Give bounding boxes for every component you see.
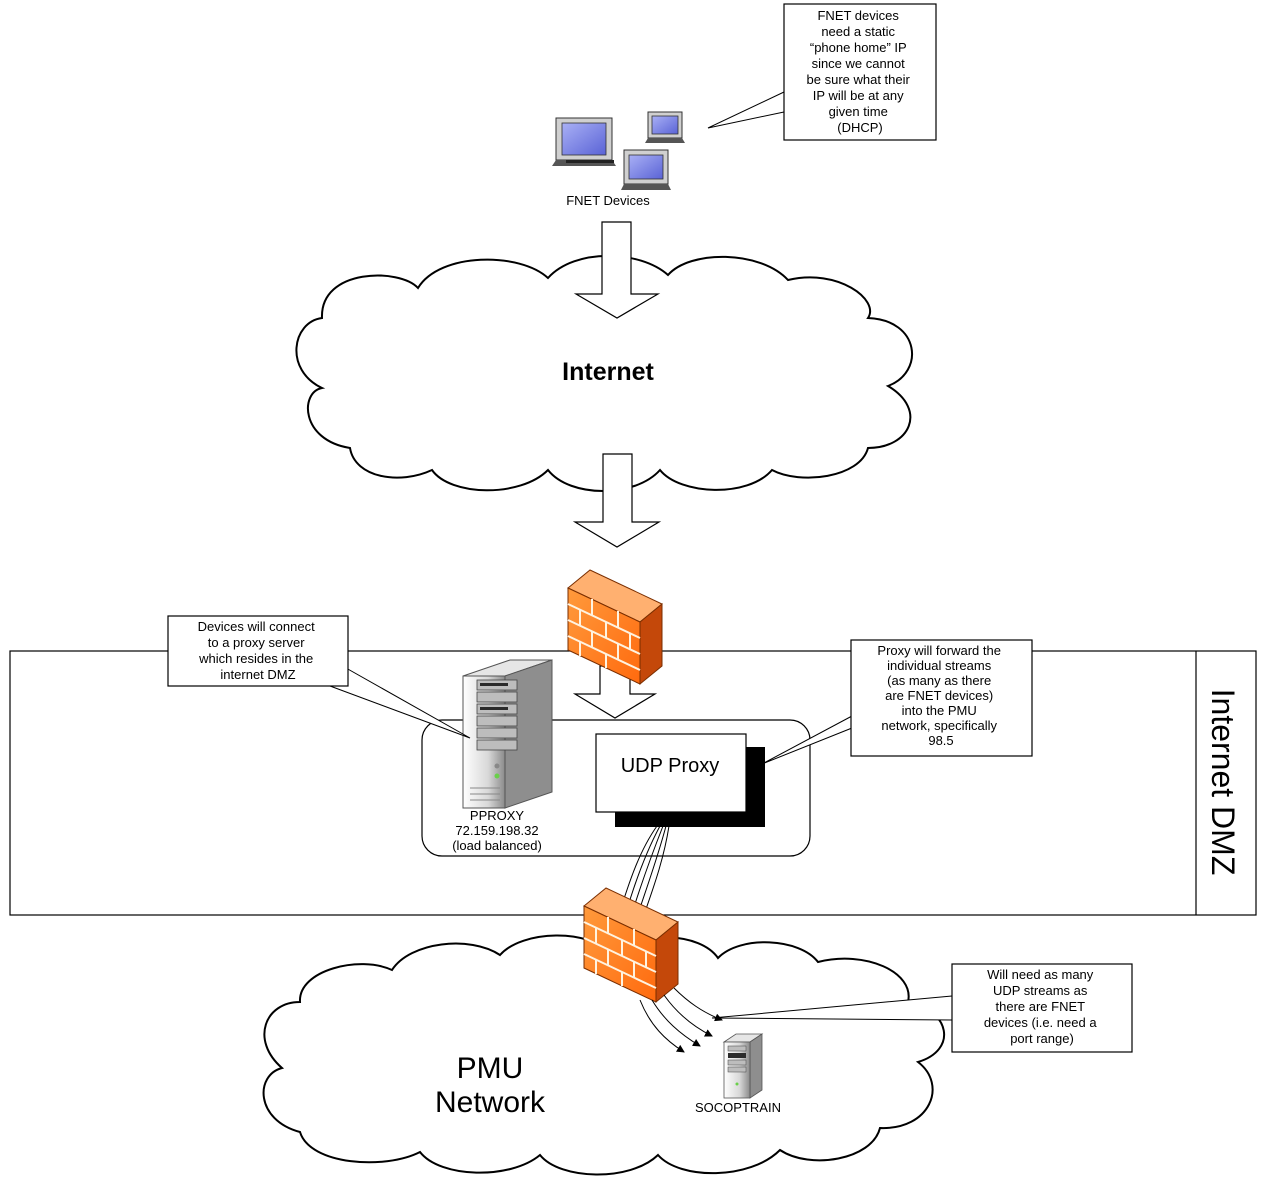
- pproxy-note: (load balanced): [452, 838, 542, 853]
- pproxy-name: PPROXY: [470, 808, 525, 823]
- callout-line: internet DMZ: [220, 667, 295, 682]
- proxy-group-container: [421, 719, 811, 857]
- callout-fnet-static-ip: FNET devices need a static “phone home” …: [707, 3, 937, 141]
- callout-line: need a static: [821, 24, 895, 39]
- callout-proxy-forward: Proxy will forward the individual stream…: [761, 639, 1033, 765]
- callout-line: are FNET devices): [885, 688, 993, 703]
- internet-cloud: Internet: [295, 254, 914, 492]
- udp-streams-lower: [639, 987, 723, 1053]
- callout-dmz-proxy: Devices will connect to a proxy server w…: [167, 615, 471, 739]
- firewall-icon: [567, 569, 663, 686]
- callout-udp-streams: Will need as many UDP streams as there a…: [711, 963, 1133, 1053]
- socoptrain-server: SOCOPTRAIN: [695, 1033, 781, 1115]
- callout-line: which resides in the: [198, 651, 313, 666]
- svg-text:FNET devices need a stat: FNET devices need a static “phone home” …: [807, 8, 914, 135]
- callout-line: (DHCP): [837, 120, 883, 135]
- svg-text:Proxy will forward the i: Proxy will forward the individual stream…: [877, 643, 1004, 748]
- callout-line: IP will be at any: [813, 88, 904, 103]
- callout-line: there are FNET: [996, 999, 1086, 1014]
- server-icon: [722, 1033, 764, 1099]
- pproxy-ip: 72.159.198.32: [455, 823, 538, 838]
- computer-icon: [645, 111, 685, 143]
- dmz-zone-label: Internet DMZ: [1205, 689, 1241, 876]
- callout-line: be sure what their: [807, 72, 911, 87]
- callout-line: “phone home” IP: [810, 40, 907, 55]
- computer-icon: [621, 149, 671, 190]
- flow-arrow-devices-to-internet: [573, 221, 661, 319]
- internet-label: Internet: [562, 358, 654, 386]
- callout-line: (as many as there: [887, 673, 991, 688]
- computer-icon: [552, 117, 616, 166]
- callout-line: network, specifically: [881, 718, 997, 733]
- callout-line: UDP streams as: [993, 983, 1088, 998]
- svg-text:Devices will connect to: Devices will connect to a proxy server w…: [198, 619, 319, 682]
- callout-line: Devices will connect: [198, 619, 315, 634]
- callout-line: individual streams: [887, 658, 992, 673]
- server-icon: [462, 659, 553, 809]
- callout-line: devices (i.e. need a: [984, 1015, 1098, 1030]
- callout-line: port range): [1010, 1031, 1074, 1046]
- callout-line: since we cannot: [812, 56, 906, 71]
- pproxy-server: PPROXY 72.159.198.32 (load balanced): [452, 659, 553, 853]
- callout-line: FNET devices: [817, 8, 899, 23]
- udp-proxy-box: UDP Proxy: [595, 733, 765, 827]
- pmu-network-label-line2: Network: [435, 1086, 546, 1119]
- svg-text:Will need as many UDP st: Will need as many UDP streams as there a…: [984, 967, 1100, 1046]
- pmu-network-label-line1: PMU: [457, 1052, 524, 1085]
- fnet-devices: FNET Devices: [552, 111, 685, 208]
- flow-arrow-internet-to-firewall: [572, 453, 662, 548]
- callout-line: Proxy will forward the: [877, 643, 1001, 658]
- udp-proxy-label: UDP Proxy: [621, 755, 720, 777]
- callout-line: into the PMU: [902, 703, 977, 718]
- callout-line: given time: [829, 104, 888, 119]
- callout-line: to a proxy server: [208, 635, 305, 650]
- pmu-network-cloud: PMU Network: [262, 934, 946, 1176]
- callout-line: Will need as many: [987, 967, 1094, 982]
- socoptrain-label: SOCOPTRAIN: [695, 1100, 781, 1115]
- fnet-devices-label: FNET Devices: [566, 193, 650, 208]
- firewall-icon: [583, 887, 679, 1004]
- callout-line: 98.5: [928, 733, 953, 748]
